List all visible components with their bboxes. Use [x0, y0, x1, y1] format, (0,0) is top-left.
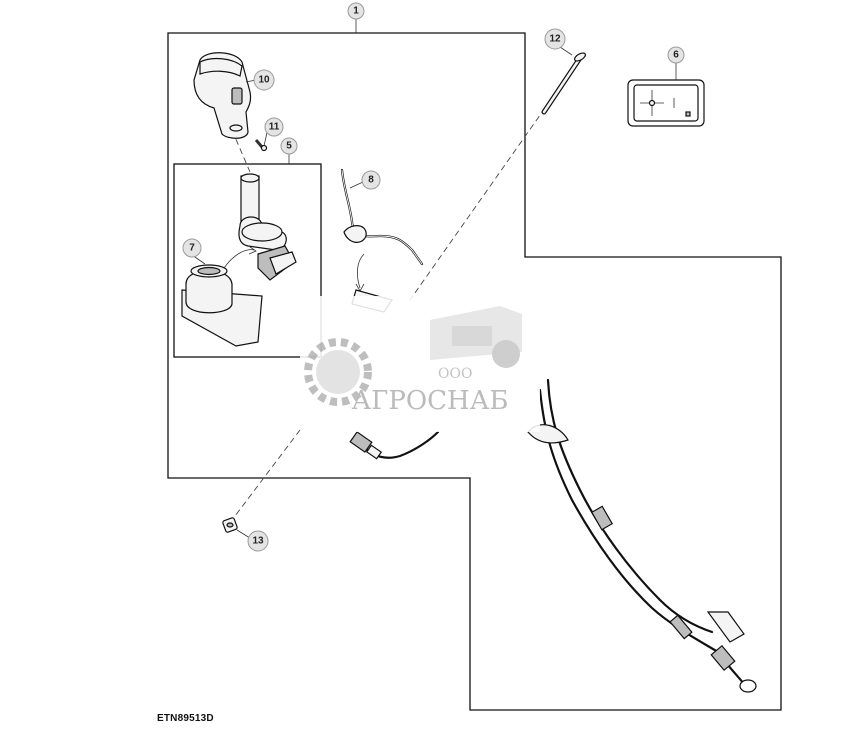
svg-text:11: 11 — [269, 122, 280, 133]
callout-5: 5 — [280, 137, 298, 155]
watermark-prefix: ООО — [438, 366, 472, 382]
svg-text:6: 6 — [673, 50, 679, 61]
assembly-outline — [167, 32, 782, 711]
nut-icon — [222, 517, 238, 533]
callout-12: 12 — [544, 28, 566, 50]
shift-lever-icon — [238, 173, 297, 281]
callout-10: 10 — [253, 69, 275, 91]
callout-13: 13 — [247, 530, 269, 552]
assembly-line-handle — [231, 129, 251, 173]
subassembly-box — [173, 163, 322, 358]
gear-logo-icon — [304, 338, 372, 406]
svg-text:8: 8 — [368, 175, 374, 186]
svg-text:13: 13 — [252, 536, 264, 547]
watermark: ООО АГРОСНАБ — [300, 296, 540, 432]
callout-11: 11 — [264, 117, 284, 137]
tractor-icon — [430, 306, 522, 368]
figure-id: ETN89513D — [157, 713, 214, 724]
svg-text:10: 10 — [258, 75, 270, 86]
bolt-icon — [541, 52, 587, 115]
callout-1: 1 — [347, 2, 365, 20]
watermark-name: АГРОСНАБ — [351, 386, 508, 416]
rubber-boot-icon — [181, 246, 263, 347]
spring-clip-icon — [340, 168, 424, 292]
svg-text:5: 5 — [286, 141, 292, 152]
callout-6: 6 — [667, 46, 685, 64]
svg-text:7: 7 — [189, 243, 195, 254]
svg-text:1: 1 — [353, 6, 359, 17]
assembly-line-nut — [231, 429, 301, 521]
decal-icon — [627, 79, 705, 127]
assembly-line-screw — [409, 107, 546, 301]
joystick-handle-icon — [193, 52, 252, 139]
svg-text:12: 12 — [549, 34, 561, 45]
callout-7: 7 — [182, 238, 202, 258]
callout-8: 8 — [361, 170, 381, 190]
